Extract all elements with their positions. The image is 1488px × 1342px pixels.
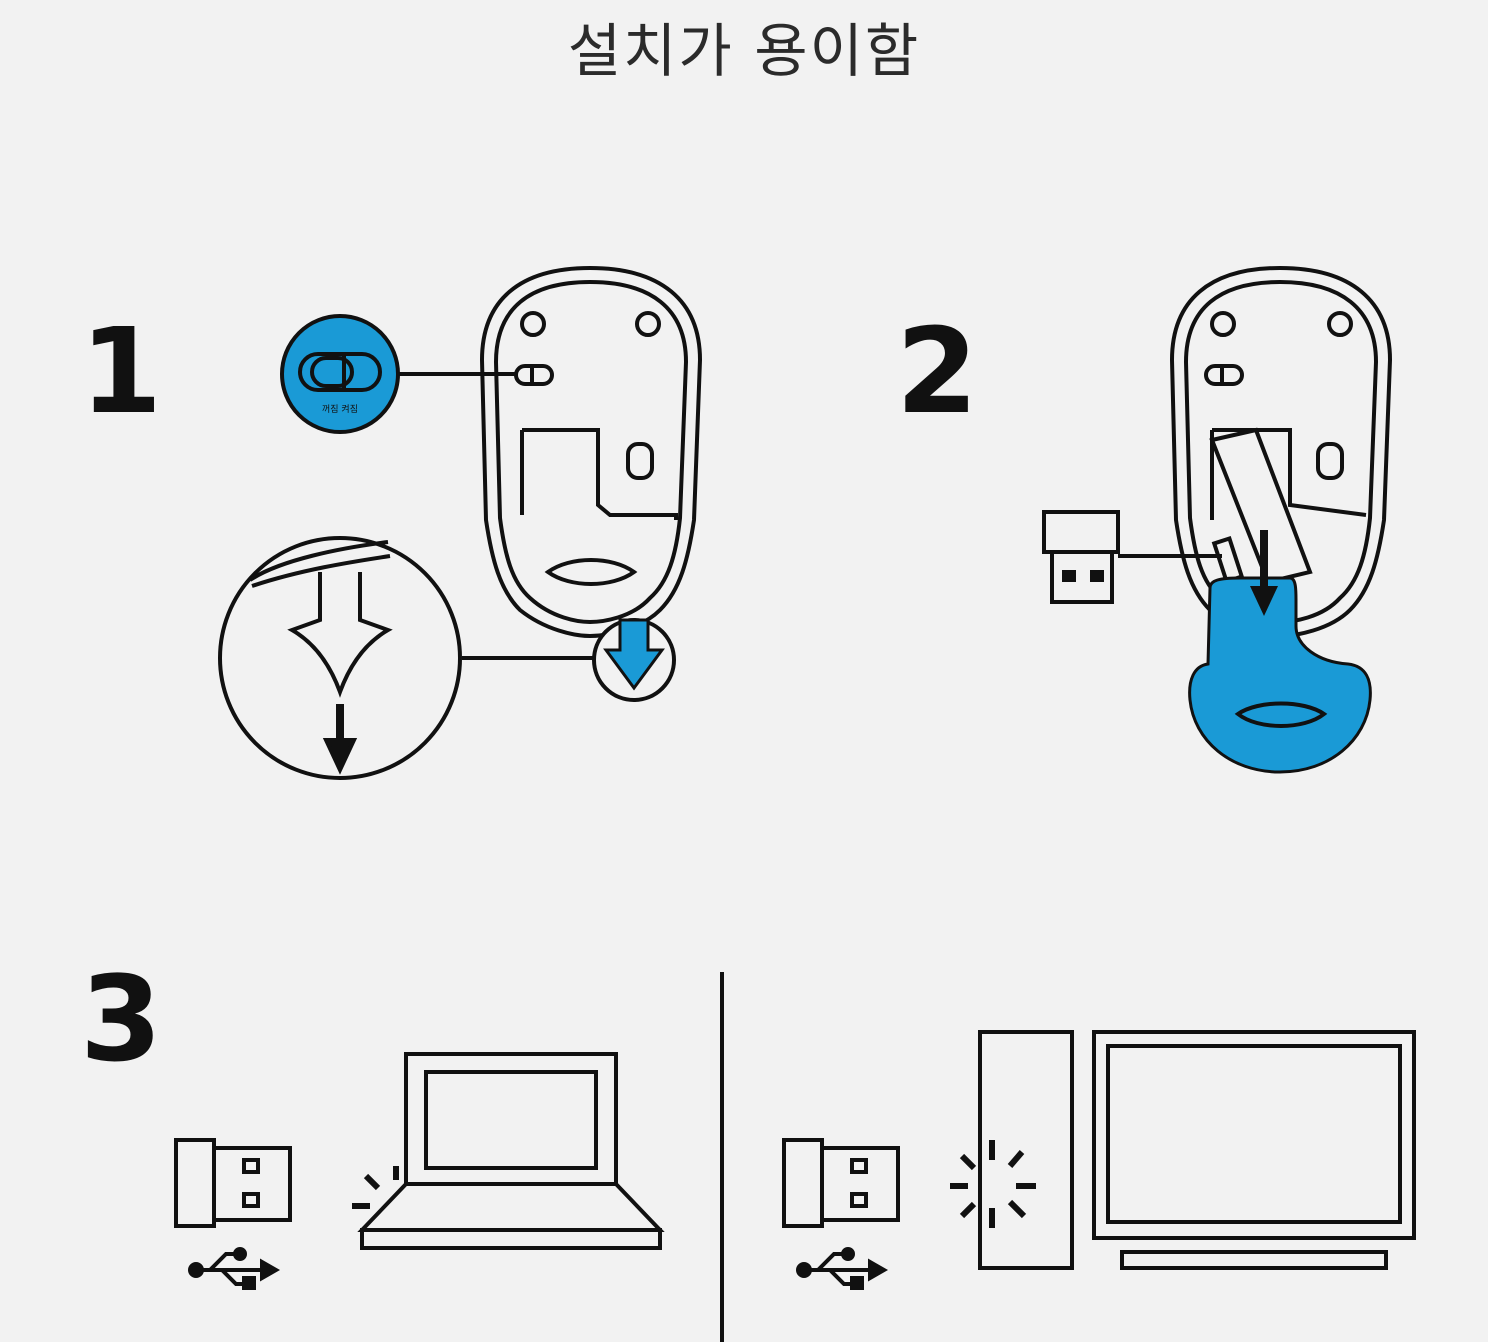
step-number-2: 2: [896, 302, 979, 440]
step-1-illustration: 꺼짐 켜짐: [218, 265, 703, 780]
step-number-1: 1: [80, 302, 163, 440]
battery-tab-arrow-icon: [592, 618, 676, 702]
step-2-illustration: [1042, 265, 1393, 774]
page-title: 설치가 용이함: [567, 17, 921, 85]
step-number-3: 3: [80, 950, 163, 1088]
mouse-bottom-icon: [479, 265, 703, 639]
usb-receiver-icon: [174, 1138, 292, 1228]
switch-label: 꺼짐 켜짐: [322, 404, 358, 415]
step-3-illustration: [174, 972, 1416, 1342]
laptop-icon: [352, 1052, 665, 1250]
power-switch-icon: 꺼짐 켜짐: [280, 314, 400, 434]
usb-symbol-icon: [188, 1247, 281, 1290]
usb-symbol-icon: [796, 1247, 889, 1290]
battery-cover-icon: [1188, 530, 1372, 774]
usb-receiver-icon: [1042, 510, 1120, 604]
pull-tab-detail-icon: [218, 536, 462, 780]
usb-receiver-icon: [782, 1138, 900, 1228]
desktop-tower-icon: [950, 1030, 1074, 1270]
monitor-icon: [1092, 1030, 1416, 1270]
